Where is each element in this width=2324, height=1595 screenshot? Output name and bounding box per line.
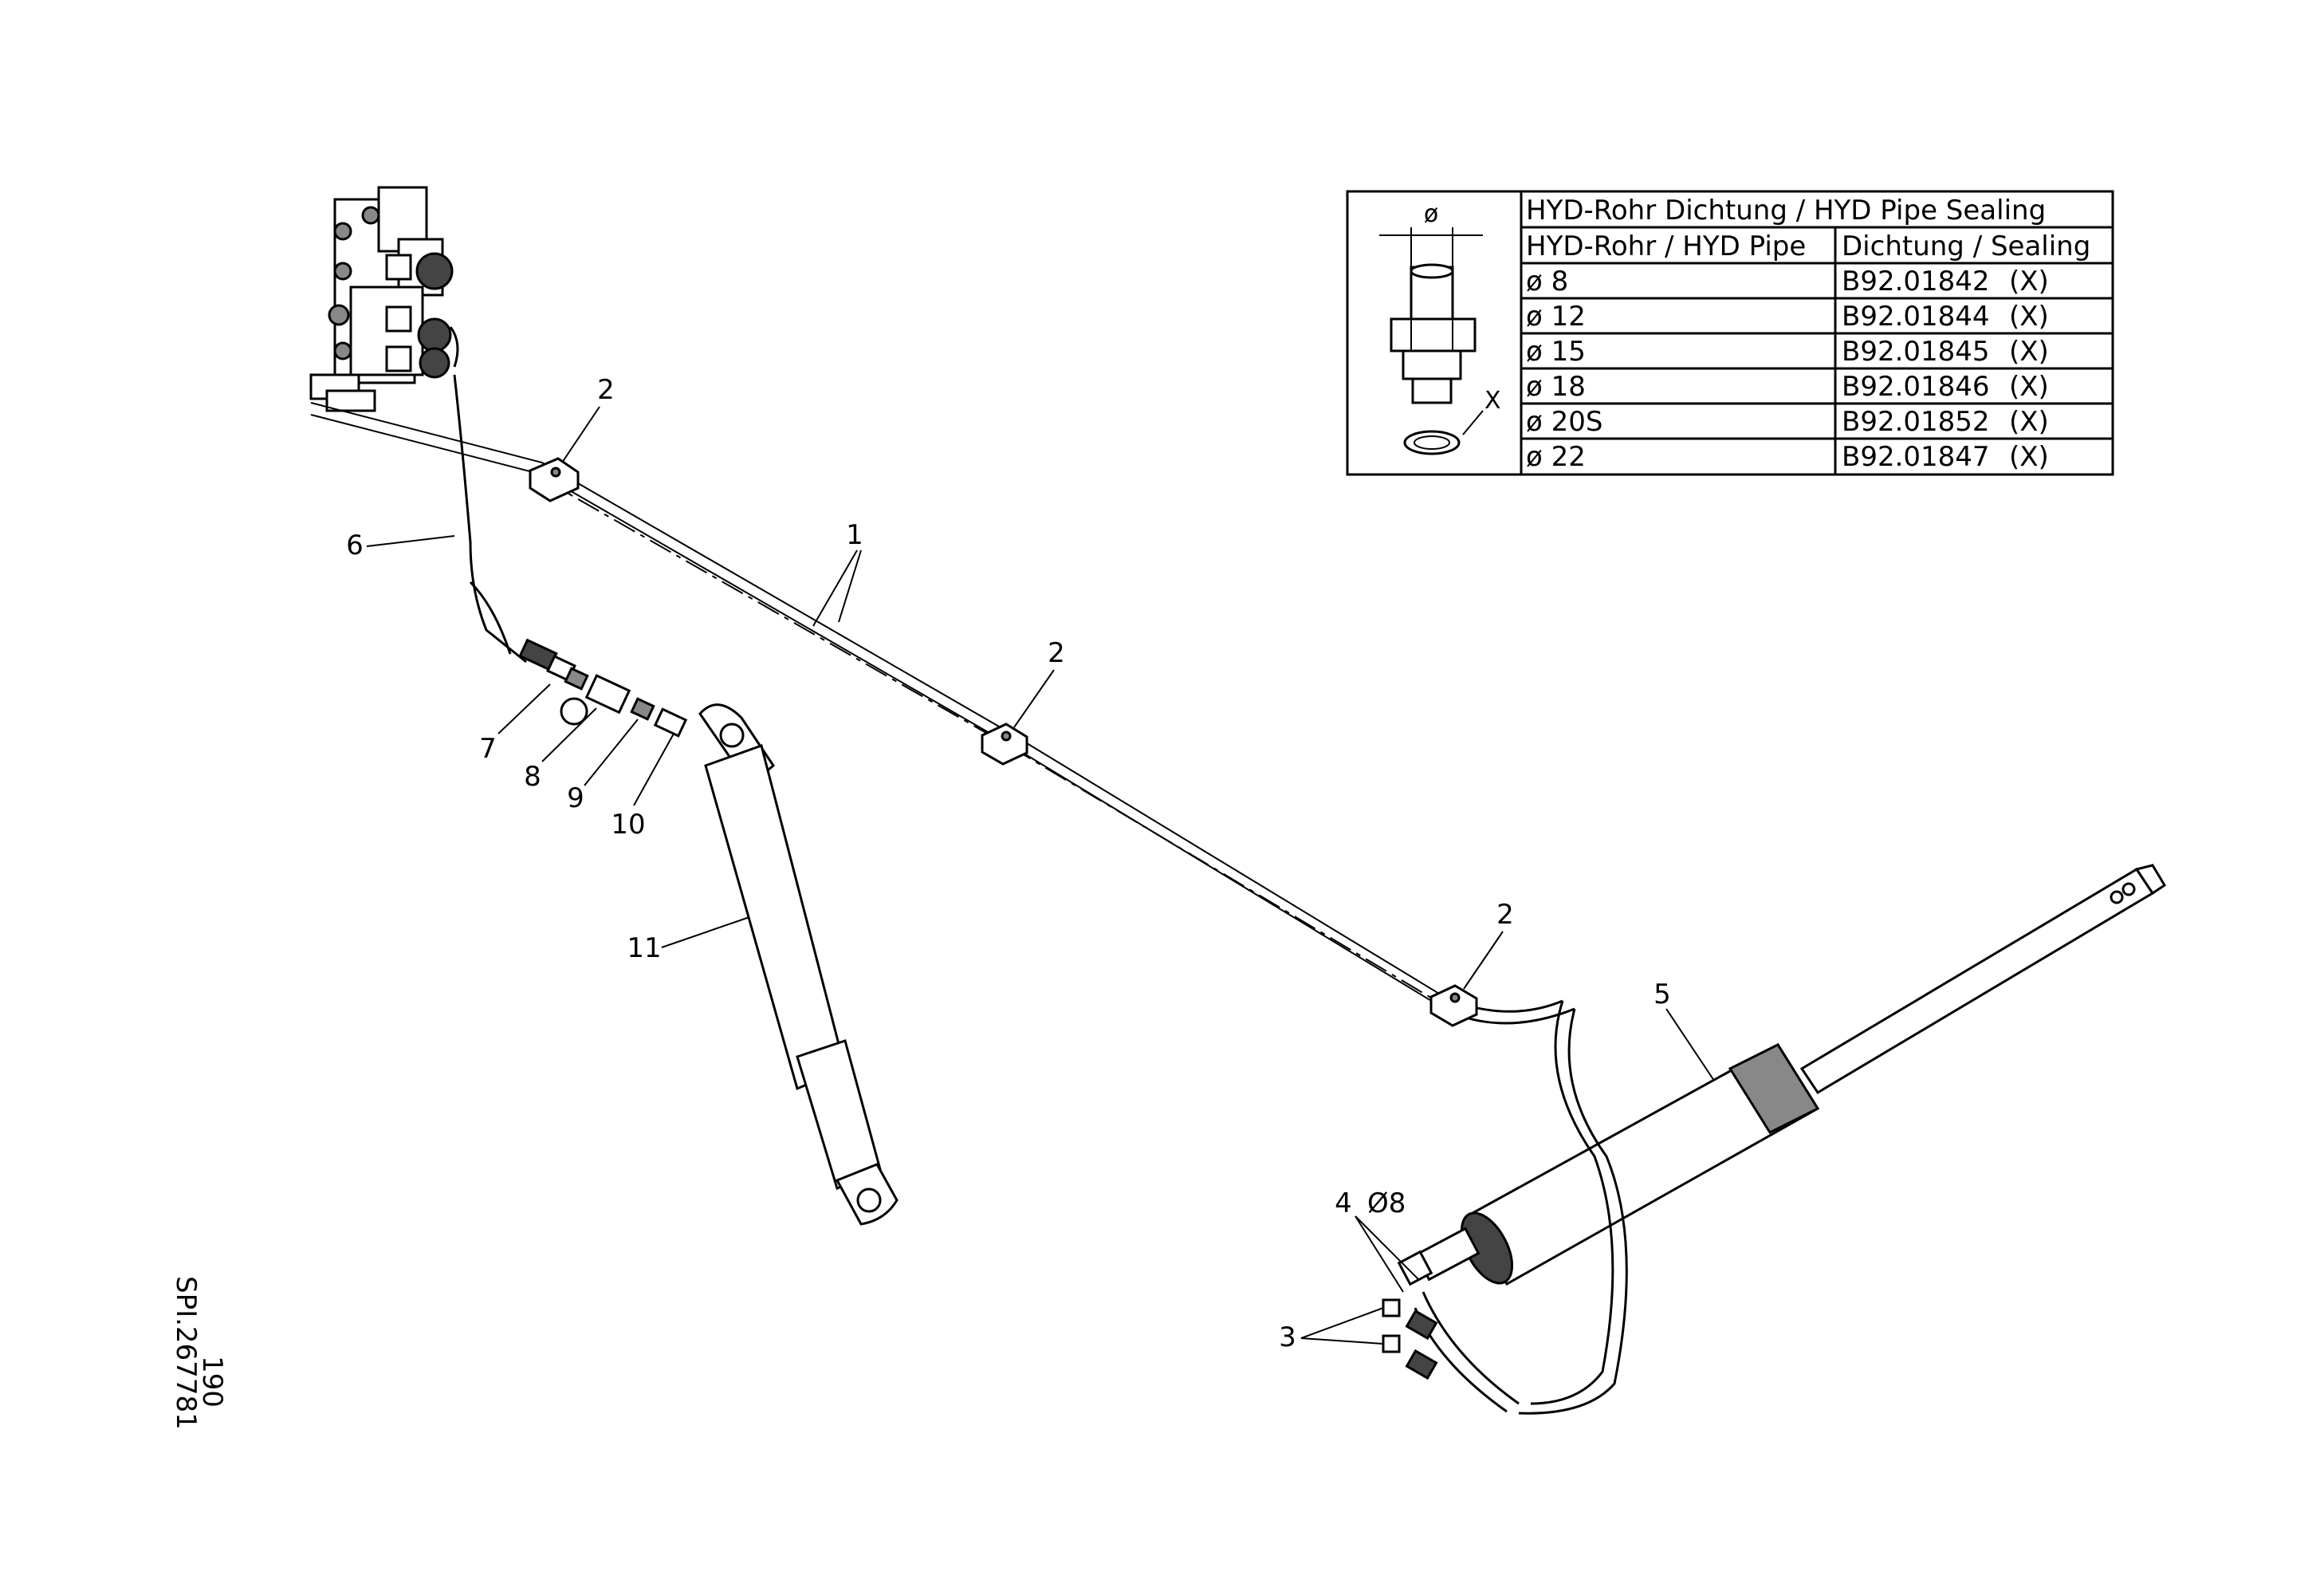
pipe-size: ø 8 <box>1526 266 1568 297</box>
seal-marker: X <box>1484 387 1501 415</box>
callout-8: 8 <box>524 761 541 793</box>
callout-3: 3 <box>1279 1321 1296 1353</box>
seal-part-number: B92.01845 <box>1842 336 1990 368</box>
seal-part-number: B92.01846 <box>1842 371 1990 403</box>
seal-part-number: B92.01844 <box>1842 301 1990 333</box>
fittings-group <box>518 638 688 738</box>
callout-6: 6 <box>346 530 364 561</box>
callout-4: 4 <box>1335 1187 1352 1219</box>
pipe-size: ø 18 <box>1526 371 1586 403</box>
callout-9: 9 <box>567 782 584 814</box>
pipe-lines <box>310 374 1575 1025</box>
table-title: HYD-Rohr Dichtung / HYD Pipe Sealing <box>1526 195 2046 226</box>
column-header-pipe: HYD-Rohr / HYD Pipe <box>1526 230 1806 262</box>
callout-1: 1 <box>846 519 863 551</box>
drawing-id: SPI.267781 <box>170 1276 202 1430</box>
table-row: ø 8 B92.01842 (X) <box>1526 266 2049 297</box>
pipe-clamp-2 <box>981 723 1028 766</box>
pipe-size: ø 22 <box>1526 441 1586 473</box>
table-row: ø 12 B92.01844 (X) <box>1526 301 2049 333</box>
callout-5: 5 <box>1654 979 1671 1010</box>
seal-part-number: B92.01842 <box>1842 266 1990 297</box>
pipe-clamp-3 <box>1429 984 1478 1027</box>
callout-7: 7 <box>479 733 497 765</box>
pipe-clamp-1 <box>529 457 580 502</box>
callout-2: 2 <box>1496 899 1514 931</box>
seal-part-number: B92.01847 <box>1842 441 1990 473</box>
sealing-table: ø X HYD-Rohr Dichtung / HYD Pipe Sealing… <box>1346 190 2114 476</box>
callout-2: 2 <box>1048 637 1065 669</box>
table-row: ø 20S B92.01852 (X) <box>1526 406 2049 438</box>
seal-mark: (X) <box>2009 266 2049 297</box>
seal-mark: (X) <box>2009 336 2049 368</box>
hydraulic-cylinder-11 <box>698 703 899 1226</box>
seal-part-number: B92.01852 <box>1842 406 1990 438</box>
callout-11: 11 <box>627 932 661 964</box>
table-row: ø 18 B92.01846 (X) <box>1526 371 2049 403</box>
hoses-cylinder-5 <box>1382 1000 1628 1415</box>
seal-mark: (X) <box>2009 441 2049 473</box>
callout-2: 2 <box>597 374 615 406</box>
hydraulic-cylinder-5 <box>1397 864 2167 1286</box>
table-row: ø 22 B92.01847 (X) <box>1526 441 2049 473</box>
seal-mark: (X) <box>2009 301 2049 333</box>
pipe-seal-illustration: ø X <box>1379 200 1501 455</box>
pipe-size: ø 20S <box>1526 406 1602 438</box>
page-number: 190 <box>196 1356 228 1408</box>
pipe-size: ø 12 <box>1526 301 1586 333</box>
seal-mark: (X) <box>2009 371 2049 403</box>
valve-block <box>309 186 459 412</box>
seal-mark: (X) <box>2009 406 2049 438</box>
column-header-seal: Dichtung / Sealing <box>1842 230 2090 262</box>
pipe-size: ø 15 <box>1526 336 1586 368</box>
table-row: ø 15 B92.01845 (X) <box>1526 336 2049 368</box>
callout-10: 10 <box>611 809 645 841</box>
callout-4-size: Ø8 <box>1367 1187 1406 1219</box>
diameter-symbol: ø <box>1424 200 1438 228</box>
leader-lines <box>366 406 1715 1345</box>
